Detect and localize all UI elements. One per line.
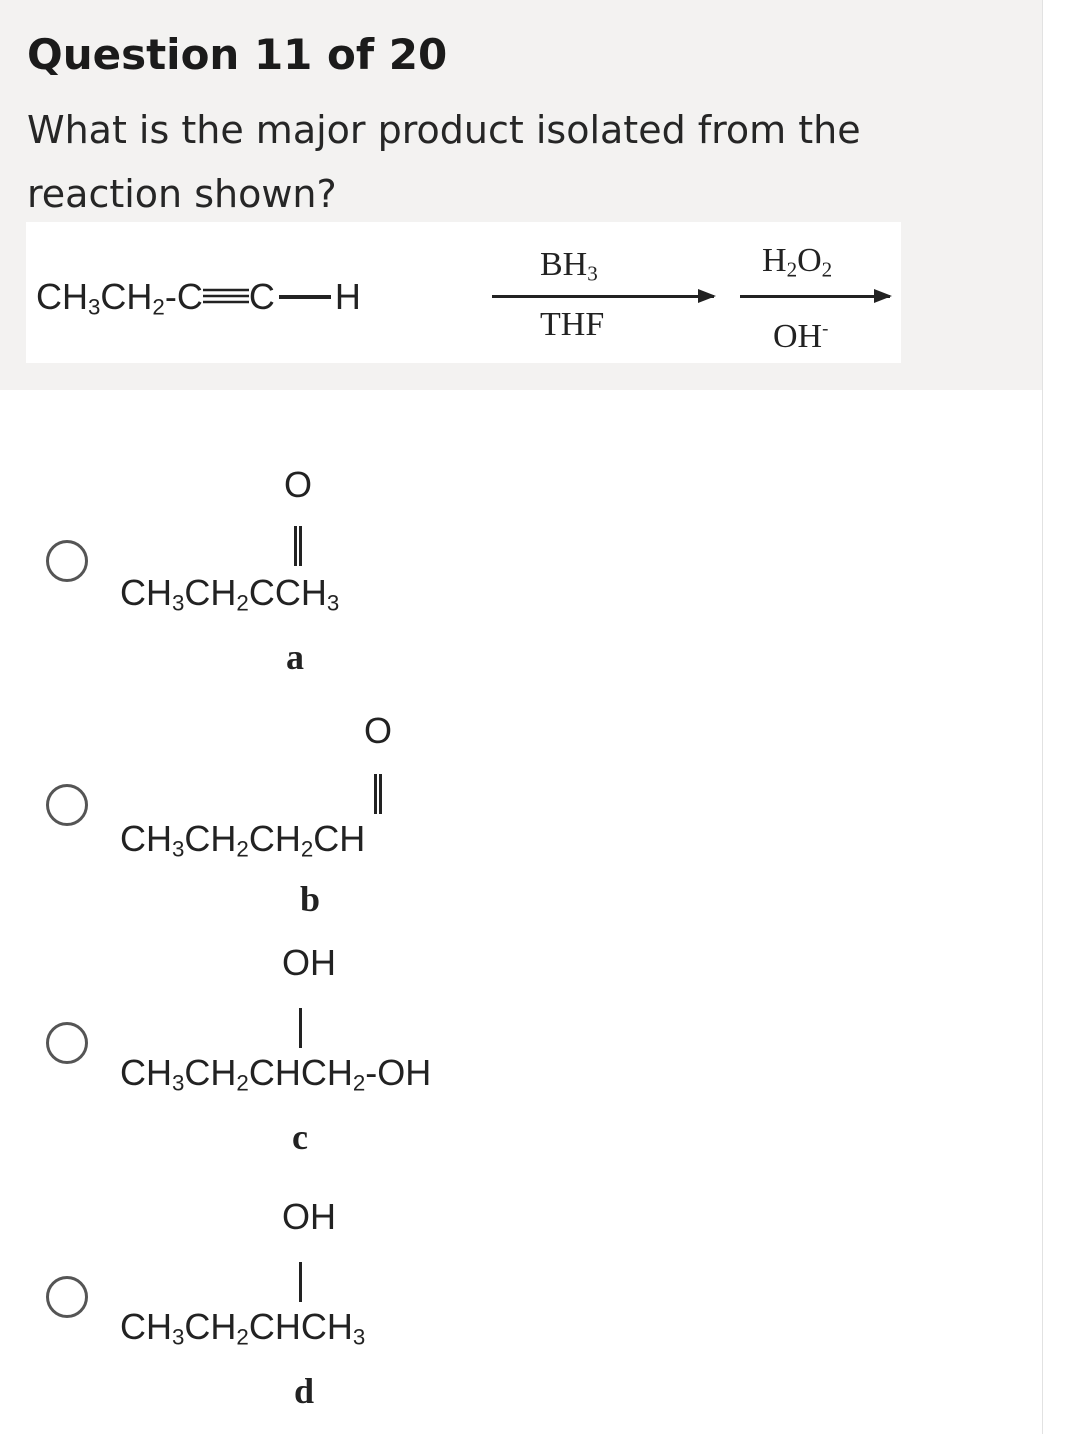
product-formula: CH3CH2CCH3: [120, 572, 340, 616]
option-letter: c: [292, 1117, 308, 1157]
product-formula: CH3CH2CHCH3: [120, 1306, 366, 1350]
double-bond: [294, 526, 302, 566]
reactant-carbon-2: C: [248, 276, 275, 317]
reagent-thf: THF: [540, 306, 605, 343]
option-letter: b: [300, 879, 321, 919]
product-formula: CH3CH2CHCH2-OH: [120, 1052, 432, 1096]
reactant-ch3: CH3: [36, 276, 101, 320]
triple-bond: [202, 289, 249, 304]
radio-option-b[interactable]: [46, 784, 88, 826]
radio-option-d[interactable]: [46, 1276, 88, 1318]
reagent-h2o2: H2O2: [762, 242, 833, 282]
single-bond: [278, 295, 331, 300]
question-title: Question 11 of 20: [27, 30, 448, 79]
right-divider: [1042, 0, 1043, 1434]
answer-option-a[interactable]: O CH3CH2CCH3 a: [0, 460, 900, 680]
single-bond: [299, 1008, 302, 1048]
question-text: What is the major product isolated from …: [27, 108, 861, 216]
reactant-ch2: CH2: [100, 276, 165, 320]
answer-option-d[interactable]: OH CH3CH2CHCH3 d: [0, 1194, 900, 1424]
single-bond: [299, 1262, 302, 1302]
reagent-bh3: BH3: [540, 246, 598, 286]
reactant-hydrogen: H: [334, 276, 361, 317]
radio-option-a[interactable]: [46, 540, 88, 582]
reagent-hydroxide: OH-: [773, 318, 829, 355]
answer-option-c[interactable]: OH CH3CH2CHCH2-OH c: [0, 940, 900, 1176]
reaction-arrow-2: [740, 289, 892, 303]
question-panel: Question 11 of 20 What is the major prod…: [0, 0, 1042, 390]
double-bond: [374, 774, 382, 814]
option-letter: a: [286, 637, 304, 677]
product-formula: CH3CH2CH2CH: [120, 818, 366, 862]
carbonyl-oxygen: O: [364, 710, 393, 751]
carbonyl-oxygen: O: [284, 464, 313, 505]
hydroxyl-group: OH: [282, 1196, 336, 1237]
reaction-arrow-1: [492, 289, 716, 303]
reactant-carbon-1: C: [176, 276, 203, 317]
radio-option-c[interactable]: [46, 1022, 88, 1064]
option-letter: d: [294, 1371, 315, 1411]
answer-option-b[interactable]: O CH3CH2CH2CH b: [0, 706, 900, 928]
hydroxyl-group: OH: [282, 942, 336, 983]
